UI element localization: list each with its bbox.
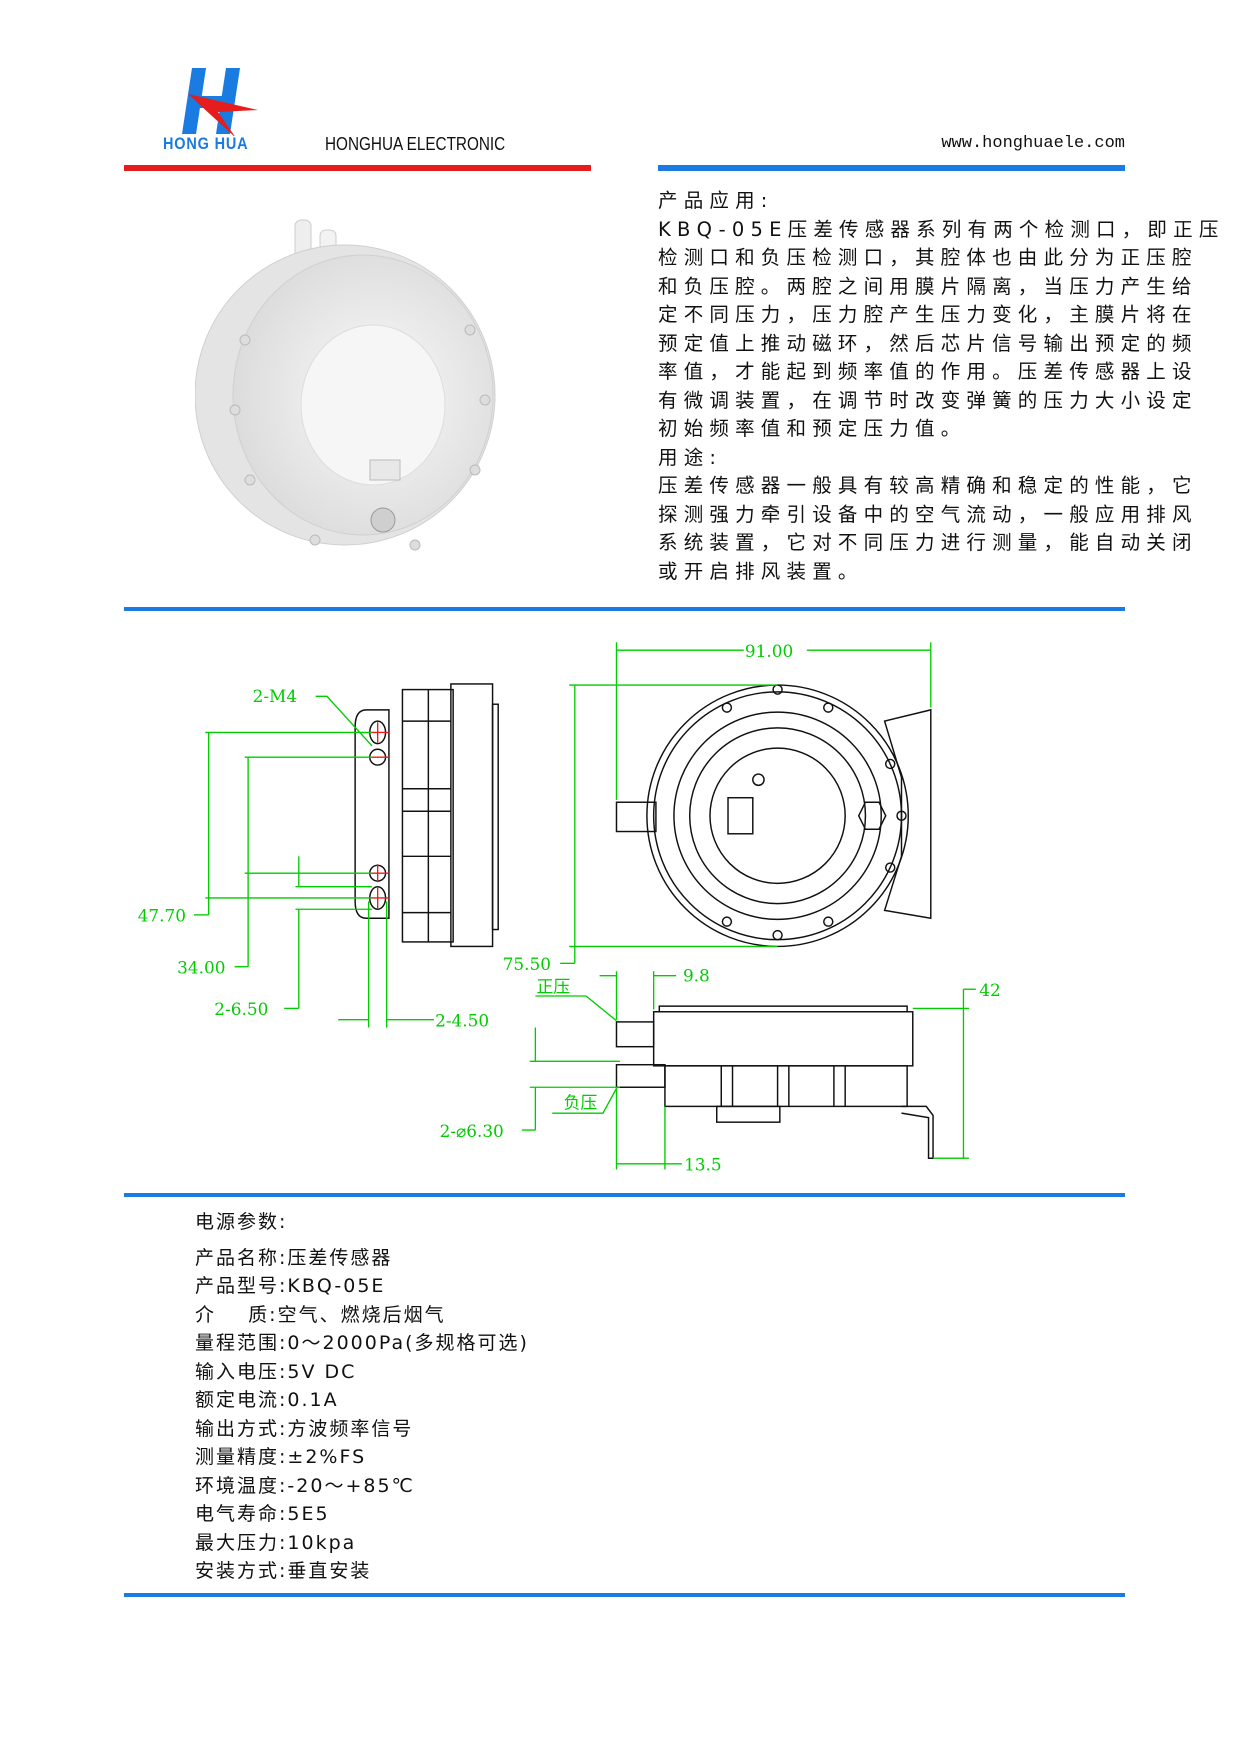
spec-row: 安装方式:垂直安装 xyxy=(195,1557,529,1586)
spec-row: 额定电流:0.1A xyxy=(195,1386,529,1415)
front-view xyxy=(615,684,932,948)
spec-label: 产品名称: xyxy=(195,1246,288,1269)
dim-9-8: 9.8 xyxy=(683,965,710,985)
spec-row: 产品型号:KBQ-05E xyxy=(195,1272,529,1301)
divider-2 xyxy=(124,1193,1125,1197)
dim-42: 42 xyxy=(979,980,1000,1000)
hole-centers xyxy=(368,722,389,909)
spec-label: 介 质: xyxy=(195,1303,278,1326)
application-line: 预定值上推动磁环，然后芯片信号输出预定的频 xyxy=(658,331,1198,355)
header-red-rule xyxy=(124,165,591,171)
spec-label: 产品型号: xyxy=(195,1275,288,1297)
side-view xyxy=(354,683,499,948)
use-line: 压差传感器一般具有较高精确和稳定的性能，它 xyxy=(658,474,1198,497)
spec-label: 安装方式: xyxy=(195,1560,288,1582)
website-link[interactable]: www.honghuaele.com xyxy=(941,134,1125,153)
application-line: 和负压腔。两腔之间用膜片隔离，当压力产生给 xyxy=(658,274,1198,298)
use-line: 或开启排风装置。 xyxy=(658,559,864,583)
spec-value: -20～+85℃ xyxy=(287,1474,415,1497)
spec-label: 环境温度: xyxy=(195,1474,288,1497)
application-line: 有微调装置，在调节时改变弹簧的压力大小设定 xyxy=(658,388,1198,412)
spec-value: 5V DC xyxy=(287,1360,357,1383)
spec-row: 量程范围:0～2000Pa(多规格可选) xyxy=(195,1329,529,1358)
spec-label: 输出方式: xyxy=(195,1417,288,1440)
spec-row: 电气寿命:5E5 xyxy=(195,1500,529,1529)
spec-row: 介 质:空气、燃烧后烟气 xyxy=(195,1301,529,1330)
dim-91-00: 91.00 xyxy=(745,641,793,661)
product-photo xyxy=(195,219,496,551)
spec-label: 输入电压: xyxy=(195,1360,288,1383)
spec-value: 压差传感器 xyxy=(287,1246,393,1269)
application-line: KBQ-05E压差传感器系列有两个检测口，即正压 xyxy=(658,217,1225,241)
spec-row: 输出方式:方波频率信号 xyxy=(195,1415,529,1444)
spec-label: 额定电流: xyxy=(195,1389,288,1411)
company-name: HONGHUA ELECTRONIC xyxy=(325,134,506,154)
dimension-lines xyxy=(194,642,976,1170)
dim-13-5: 13.5 xyxy=(684,1155,722,1175)
header-blue-rule xyxy=(658,165,1125,171)
dim-2-6-50: 2-6.50 xyxy=(214,999,268,1019)
dimension-labels: 2-M4 47.70 34.00 2-6.50 2-4.50 91.00 75.… xyxy=(138,641,1001,1175)
spec-row: 最大压力:10kpa xyxy=(195,1529,529,1558)
divider-3 xyxy=(124,1593,1125,1597)
spec-value: 10kpa xyxy=(287,1531,357,1554)
spec-value: 垂直安装 xyxy=(287,1560,372,1582)
spec-row: 测量精度:±2%FS xyxy=(195,1443,529,1472)
use-line: 系统装置，它对不同压力进行测量，能自动关闭 xyxy=(658,531,1198,554)
spec-value: 0.1A xyxy=(287,1389,339,1411)
dim-2-4-50: 2-4.50 xyxy=(435,1010,489,1030)
spec-row: 产品名称:压差传感器 xyxy=(195,1244,529,1273)
product-description: 产品应用: KBQ-05E压差传感器系列有两个检测口，即正压 检测口和负压检测口… xyxy=(658,187,1225,586)
dim-2-d6-30: 2-⌀6.30 xyxy=(440,1121,504,1141)
label-positive-pressure: 正压 xyxy=(537,977,571,997)
divider-1 xyxy=(124,607,1125,611)
logo-text: HONG HUA xyxy=(163,134,249,153)
label-negative-pressure: 负压 xyxy=(564,1093,598,1113)
dim-75-50: 75.50 xyxy=(503,954,551,974)
dim-2-m4: 2-M4 xyxy=(253,686,297,706)
use-line: 探测强力牵引设备中的空气流动，一般应用排风 xyxy=(658,502,1198,526)
application-line: 检测口和负压检测口，其腔体也由此分为正压腔 xyxy=(658,246,1198,269)
spec-value: 方波频率信号 xyxy=(287,1417,414,1440)
spec-label: 量程范围: xyxy=(195,1332,288,1354)
spec-value: 0～2000Pa(多规格可选) xyxy=(287,1332,529,1354)
company-logo xyxy=(182,68,258,136)
spec-row: 输入电压:5V DC xyxy=(195,1358,529,1387)
dim-34-00: 34.00 xyxy=(177,957,225,977)
dim-47-70: 47.70 xyxy=(138,906,186,926)
spec-value: KBQ-05E xyxy=(287,1275,386,1297)
spec-label: 最大压力: xyxy=(195,1531,288,1554)
specifications: 电源参数: 产品名称:压差传感器 产品型号:KBQ-05E 介 质:空气、燃烧后… xyxy=(195,1208,529,1586)
spec-value: 5E5 xyxy=(287,1503,330,1525)
application-line: 率值，才能起到频率值的作用。压差传感器上设 xyxy=(658,360,1198,383)
application-heading: 产品应用: xyxy=(658,189,774,212)
spec-label: 测量精度: xyxy=(195,1446,288,1468)
use-heading: 用途: xyxy=(658,445,723,469)
bottom-view xyxy=(615,1005,934,1159)
specs-heading: 电源参数: xyxy=(195,1211,288,1233)
spec-value: 空气、燃烧后烟气 xyxy=(277,1303,446,1326)
spec-value: ±2%FS xyxy=(287,1446,367,1468)
spec-label: 电气寿命: xyxy=(195,1503,288,1525)
spec-row: 环境温度:-20～+85℃ xyxy=(195,1472,529,1501)
application-line: 定不同压力，压力腔产生压力变化，主膜片将在 xyxy=(658,303,1198,326)
dimension-drawing: 2-M4 47.70 34.00 2-6.50 2-4.50 91.00 75.… xyxy=(138,641,1001,1175)
application-line: 初始频率值和预定压力值。 xyxy=(658,417,967,440)
